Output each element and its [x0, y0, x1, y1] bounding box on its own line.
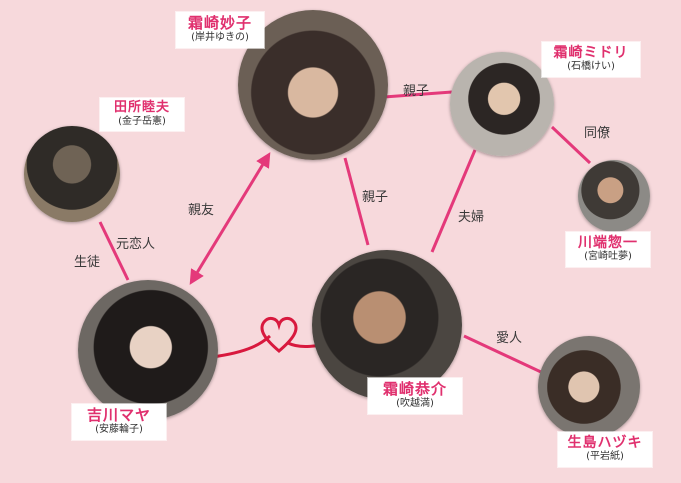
actor-kyosuke: (吹越満): [396, 398, 434, 410]
link-myoko-maya: [189, 152, 271, 285]
namecard-hazuki: 生島ハヅキ (平岩紙): [558, 432, 652, 467]
link-midori-kawabata: [550, 125, 592, 165]
namecard-midori: 霜崎ミドリ (石橋けい): [542, 42, 640, 77]
heart-arrow-icon: [260, 316, 298, 353]
relation-label-kyosuke-hazuki: 愛人: [496, 331, 523, 346]
actor-kawabata: (宮崎吐夢): [584, 251, 632, 263]
namecard-kyosuke: 霜崎恭介 (吹越満): [368, 378, 462, 414]
link-midori-kyosuke: [430, 149, 477, 253]
relation-label-midori-kyosuke: 夫婦: [458, 210, 485, 225]
actor-hazuki: (平岩紙): [586, 451, 624, 463]
relation-label-tadokoro-maya-student: 生徒: [74, 255, 101, 270]
relation-label-tadokoro-maya-former: 元恋人: [116, 237, 156, 252]
namecard-myoko: 霜崎妙子 (岸井ゆきの): [176, 12, 264, 48]
link-myoko-midori: [383, 90, 453, 99]
portrait-kawabata: [578, 160, 650, 232]
actor-midori: (石橋けい): [567, 61, 615, 73]
love-arrow: [211, 334, 271, 359]
actor-tadokoro: (金子岳憲): [118, 115, 166, 127]
actor-maya: (安藤輪子): [95, 424, 143, 436]
namecard-kawabata: 川端惣一 (宮崎吐夢): [566, 232, 650, 267]
namecard-tadokoro: 田所睦夫 (金子岳憲): [100, 98, 184, 132]
portrait-hazuki: [538, 336, 640, 438]
link-tadokoro-maya: [98, 221, 130, 281]
relation-label-midori-kawabata: 同僚: [584, 126, 611, 141]
name-myoko: 霜崎妙子: [187, 14, 252, 32]
portrait-maya: [78, 280, 218, 420]
relation-label-myoko-midori: 親子: [403, 84, 430, 99]
link-myoko-kyosuke: [343, 157, 370, 246]
portrait-kyosuke: [312, 250, 462, 400]
relation-label-myoko-maya: 親友: [188, 203, 215, 218]
portrait-tadokoro: [24, 126, 120, 222]
link-kyosuke-hazuki: [463, 334, 542, 374]
name-kawabata: 川端惣一: [578, 235, 638, 251]
relation-label-myoko-kyosuke: 親子: [362, 190, 389, 205]
name-midori: 霜崎ミドリ: [553, 45, 629, 61]
portrait-midori: [450, 52, 554, 156]
name-kyosuke: 霜崎恭介: [382, 380, 447, 398]
name-tadokoro: 田所睦夫: [113, 100, 170, 115]
namecard-maya: 吉川マヤ (安藤輪子): [72, 404, 166, 440]
actor-myoko: (岸井ゆきの): [191, 32, 249, 44]
name-maya: 吉川マヤ: [86, 406, 151, 424]
name-hazuki: 生島ハヅキ: [567, 435, 643, 451]
